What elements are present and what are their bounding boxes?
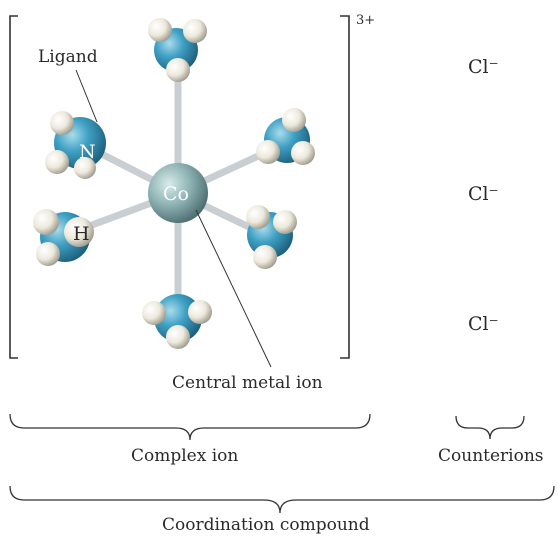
cobalt-atom xyxy=(148,163,208,223)
central-metal-ion-pointer xyxy=(195,209,272,368)
left-bracket xyxy=(9,15,18,359)
hydrogen-label: H xyxy=(73,223,90,245)
complex-ion-label: Complex ion xyxy=(131,446,238,466)
right-bracket xyxy=(340,15,350,359)
ligand-pointer xyxy=(75,69,98,123)
ammonia-ligand-top xyxy=(148,18,207,82)
charge-label: 3+ xyxy=(356,13,375,28)
counterion-3: Cl⁻ xyxy=(468,313,499,335)
nitrogen-label: N xyxy=(79,141,96,163)
ammonia-ligand-upper-left xyxy=(45,111,106,179)
ligand-label: Ligand xyxy=(38,47,98,67)
counterion-1: Cl⁻ xyxy=(468,56,499,78)
complex-ion-brace xyxy=(9,413,371,441)
coordination-compound-brace xyxy=(9,485,555,514)
counterion-2: Cl⁻ xyxy=(468,183,499,205)
ammonia-ligand-lower-right xyxy=(246,205,297,269)
ammonia-ligand-lower-left xyxy=(33,209,94,266)
counterions-brace xyxy=(455,415,525,440)
ammonia-ligand-bottom xyxy=(142,294,212,349)
cobalt-label: Co xyxy=(163,183,189,205)
coordination-compound-label: Coordination compound xyxy=(162,515,370,535)
ammonia-ligand-upper-right xyxy=(256,108,315,165)
central-metal-ion-label: Central metal ion xyxy=(172,373,323,393)
counterions-label: Counterions xyxy=(438,446,544,466)
